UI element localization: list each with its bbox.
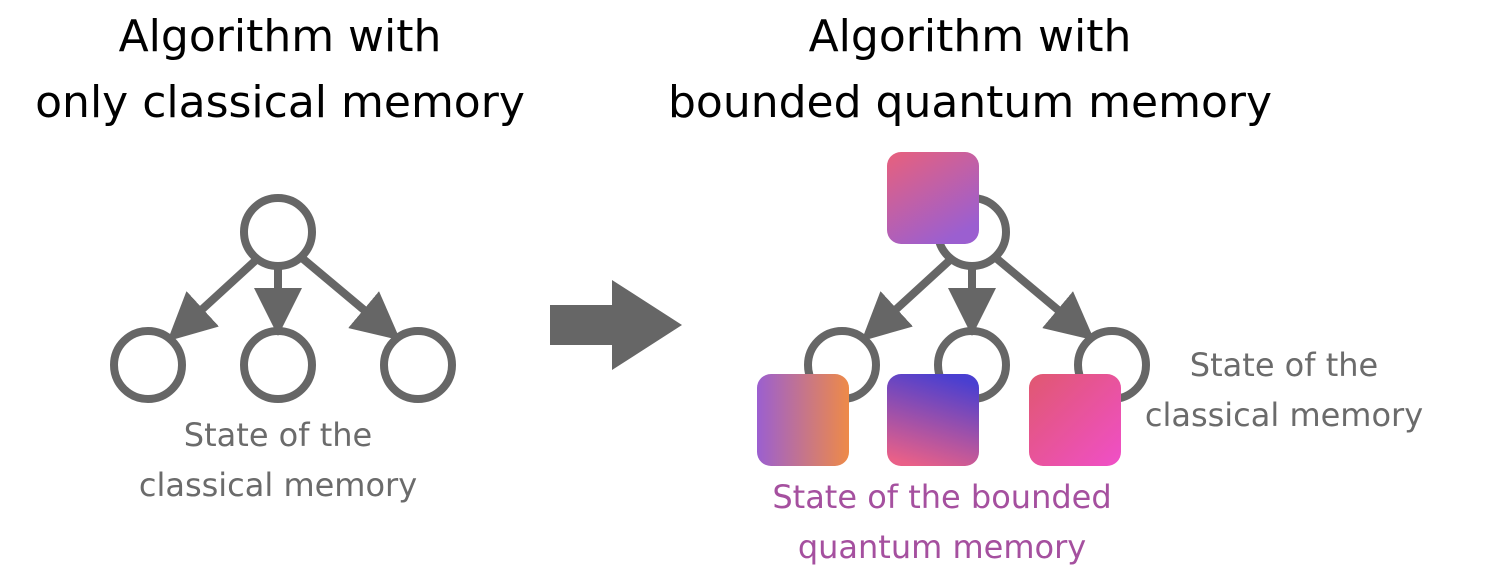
right-title-line1: Algorithm with bbox=[808, 11, 1132, 62]
quantum-caption-line2: quantum memory bbox=[797, 528, 1087, 566]
quantum-state-square-icon bbox=[887, 152, 979, 244]
left-edge-1 bbox=[167, 257, 259, 342]
right-panel-title: Algorithm with bounded quantum memory bbox=[620, 4, 1320, 136]
left-caption-line1: State of the bbox=[183, 416, 373, 454]
left-panel-title: Algorithm with only classical memory bbox=[20, 4, 540, 136]
quantum-memory-caption: State of the bounded quantum memory bbox=[720, 472, 1164, 572]
left-child-node-3 bbox=[380, 327, 456, 403]
quantum-state-square-icon bbox=[887, 374, 979, 466]
left-edge-3 bbox=[299, 254, 401, 341]
right-title-line2: bounded quantum memory bbox=[667, 77, 1273, 128]
left-root-node bbox=[240, 194, 316, 270]
left-caption-line2: classical memory bbox=[138, 466, 418, 504]
right-arrow-icon bbox=[550, 280, 682, 370]
left-tree-graph bbox=[110, 194, 456, 403]
left-classical-caption: State of the classical memory bbox=[98, 410, 458, 510]
left-title-line1: Algorithm with bbox=[118, 11, 442, 62]
right-edge-1 bbox=[861, 257, 953, 342]
right-classical-caption-line1: State of the bbox=[1189, 346, 1379, 384]
left-child-node-2 bbox=[240, 327, 316, 403]
left-child-node-1 bbox=[110, 327, 186, 403]
right-edge-3 bbox=[993, 254, 1095, 341]
quantum-state-square-icon bbox=[757, 374, 849, 466]
right-classical-caption: State of the classical memory bbox=[1136, 340, 1432, 440]
quantum-caption-line1: State of the bounded bbox=[772, 478, 1112, 516]
quantum-state-square-icon bbox=[1029, 374, 1121, 466]
left-title-line2: only classical memory bbox=[35, 77, 525, 128]
right-classical-caption-line2: classical memory bbox=[1144, 396, 1424, 434]
